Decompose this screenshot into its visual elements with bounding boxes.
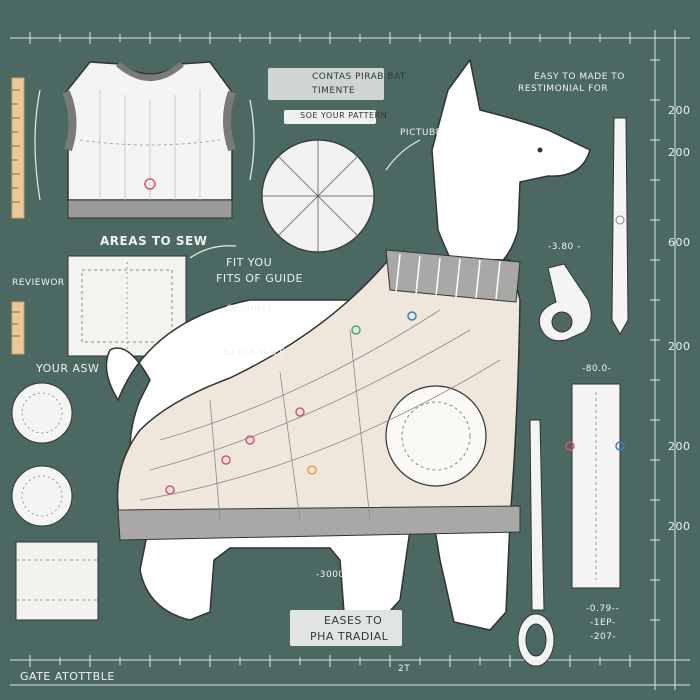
pattern-caption-box bbox=[284, 110, 376, 124]
radial-diagram bbox=[261, 139, 375, 253]
measure-strip-top: -80.0- bbox=[582, 364, 612, 374]
dog-sweater bbox=[116, 249, 521, 541]
pattern-badge bbox=[268, 68, 384, 100]
measuring-strip bbox=[565, 383, 625, 589]
measure-200-b: 200 bbox=[668, 146, 691, 159]
arrow-fit-guide bbox=[189, 245, 237, 259]
measure-200-a: 200 bbox=[668, 104, 691, 117]
pattern-caption: SOE YOUR PATTERN bbox=[300, 111, 388, 120]
label-original: ORIGINAL bbox=[226, 304, 274, 314]
measure-200-e: 200 bbox=[668, 520, 691, 533]
arrow-curve-right bbox=[249, 99, 255, 181]
label-fit-you: FIT YOU bbox=[226, 256, 273, 269]
label-areas-to-sew: AREAS TO SEW bbox=[100, 234, 208, 248]
pattern-piece-bottom-left bbox=[15, 541, 99, 621]
tape-measure-mid bbox=[11, 301, 25, 355]
ruler-ticks bbox=[29, 32, 660, 667]
label-picture: PICTUBE bbox=[400, 128, 442, 138]
measure-600: 600 bbox=[668, 236, 691, 249]
measure-200-d: 200 bbox=[668, 440, 691, 453]
badge-subtitle: TIMENTE bbox=[312, 86, 356, 96]
label-your-sew: YOUR ASW bbox=[36, 362, 100, 375]
tape-measure-top bbox=[11, 77, 25, 219]
label-easy-line2: RESTIMONIAL FOR bbox=[518, 84, 609, 94]
measure-right-bot-2: -1EP- bbox=[590, 618, 616, 628]
vest-illustration bbox=[62, 61, 236, 219]
arrow-to-dog bbox=[385, 139, 421, 171]
bottom-badge-line2: PHA TRADIAL bbox=[310, 630, 389, 643]
measure-right-bot-1: -0.79-- bbox=[586, 604, 620, 614]
label-gate-atotable: GATE ATOTTBLE bbox=[20, 670, 115, 683]
label-easy-line1: EASY TO MADE TO bbox=[534, 72, 625, 82]
bottom-badge-line1: EASES TO bbox=[324, 614, 383, 627]
pencil-tool bbox=[611, 117, 629, 336]
measure-bottom-axis: 2T bbox=[398, 664, 411, 674]
label-extra-male: EXTAR MALE bbox=[224, 348, 286, 358]
badge-title: CONTAS PIRAB BAT bbox=[312, 72, 406, 82]
bottom-badge bbox=[290, 610, 402, 646]
label-reviewer: REVIEWOR bbox=[12, 278, 65, 288]
seam-ripper-tool bbox=[538, 263, 592, 342]
pattern-circle-2 bbox=[11, 465, 73, 527]
measure-scissor-top: -3.80 - bbox=[548, 242, 581, 252]
pattern-circle-1 bbox=[11, 382, 73, 444]
measure-bottom-mid: -3000- bbox=[316, 570, 349, 580]
scissors-tool bbox=[517, 419, 555, 667]
measure-200-c: 200 bbox=[668, 340, 691, 353]
label-fits-of-guide: FITS OF GUIDE bbox=[216, 272, 303, 285]
measure-right-bot-3: -207- bbox=[590, 632, 617, 642]
arrow-curve-left bbox=[34, 89, 41, 201]
